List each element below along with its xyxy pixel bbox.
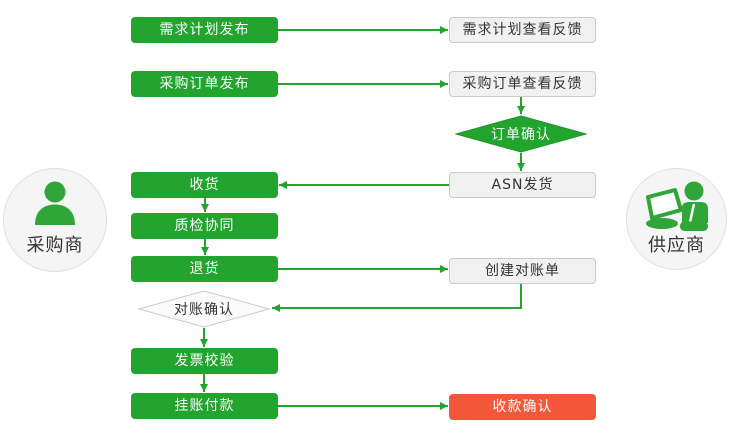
node-asn-ship: ASN发货 [449,172,596,198]
diamond-shape [455,115,587,153]
node-booked-payment: 挂账付款 [131,393,278,419]
node-demand-plan-publish: 需求计划发布 [131,17,278,43]
node-quality-collab: 质检协同 [131,213,278,239]
edge-statement-to-confirm [272,284,522,312]
actor-supplier: 供应商 [626,168,727,270]
person-laptop-icon [645,181,708,231]
actor-buyer: 采购商 [3,168,107,272]
diamond-shape [138,290,270,328]
node-order-confirm-label: 订单确认 [491,127,551,143]
node-po-publish: 采购订单发布 [131,71,278,97]
node-create-statement: 创建对账单 [449,258,596,284]
actor-supplier-label: 供应商 [648,235,705,256]
node-statement-confirm-label: 对账确认 [174,302,234,318]
node-order-confirm: 订单确认 [455,115,587,153]
node-statement-confirm: 对账确认 [138,290,270,328]
actor-buyer-label: 采购商 [26,235,84,256]
node-payment-confirm: 收款确认 [449,394,596,420]
node-receive: 收货 [131,172,278,198]
person-icon [35,181,75,225]
node-return-goods: 退货 [131,256,278,282]
node-po-feedback: 采购订单查看反馈 [449,71,596,97]
node-demand-plan-feedback: 需求计划查看反馈 [449,17,596,43]
node-invoice-verify: 发票校验 [131,348,278,374]
